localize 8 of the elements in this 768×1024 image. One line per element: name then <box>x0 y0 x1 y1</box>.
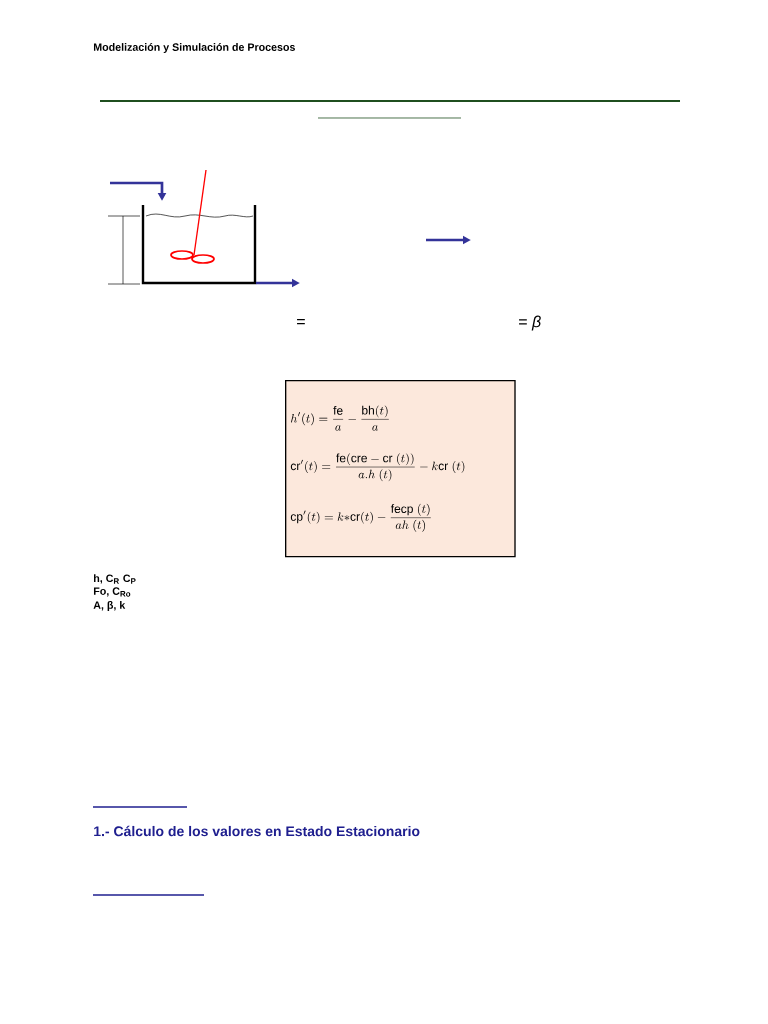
equals-sign: = <box>297 319 305 325</box>
page-header: Modelización y Simulación de Procesos <box>94 43 295 53</box>
variable-label: Fo, C$_{Ro}$ <box>94 587 131 597</box>
variable-label: A, β, k <box>93 601 126 611</box>
section-heading: 1.- Cálculo de los valores en Estado Estacionario <box>94 825 420 837</box>
equation-text: = β <box>519 315 541 331</box>
variable-label: h, C$_{R}$ C$_{P}$ <box>94 574 136 584</box>
formula-box: $h'(t)=\frac{\mathrm{fe}}{a}-\frac{\mathrm{bh}(t)}{a}$ $\mathrm{cr}'(t)=\frac{\mathrm{fe}(\mathrm{cre}-\mathrm{cr}\ (t))}{a.h\ (t)}-k\mathrm{cr}\ (t)$ $\mathrm{cp}'(t)=k{*}\mathrm{cr}(t)-\frac{\mathrm{fecp}\ (t)}{ah\ (t)}$ <box>285 380 516 558</box>
